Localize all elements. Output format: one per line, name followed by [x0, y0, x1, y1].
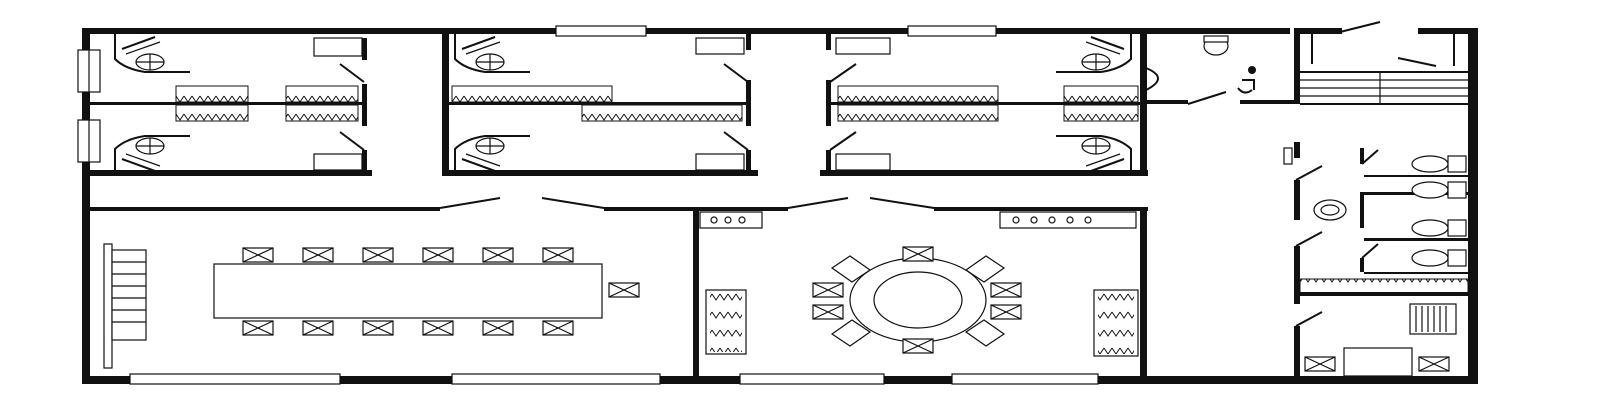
storage-room [1304, 303, 1457, 377]
exterior-walls [82, 28, 1478, 384]
left-windows [77, 49, 101, 163]
office-left [114, 33, 363, 175]
bottom-windows [129, 373, 1099, 385]
interior-walls [90, 28, 1468, 380]
conference-room-large [103, 243, 640, 369]
doors [339, 21, 1437, 327]
office-right [835, 33, 1139, 175]
top-windows [555, 25, 997, 37]
restroom-accessible [1145, 35, 1256, 94]
meeting-room-round [699, 211, 1139, 357]
stairs [1300, 34, 1468, 105]
office-middle [451, 33, 745, 175]
restroom-stalls [1283, 147, 1469, 294]
conference-table [213, 263, 603, 319]
round-table [849, 257, 987, 343]
